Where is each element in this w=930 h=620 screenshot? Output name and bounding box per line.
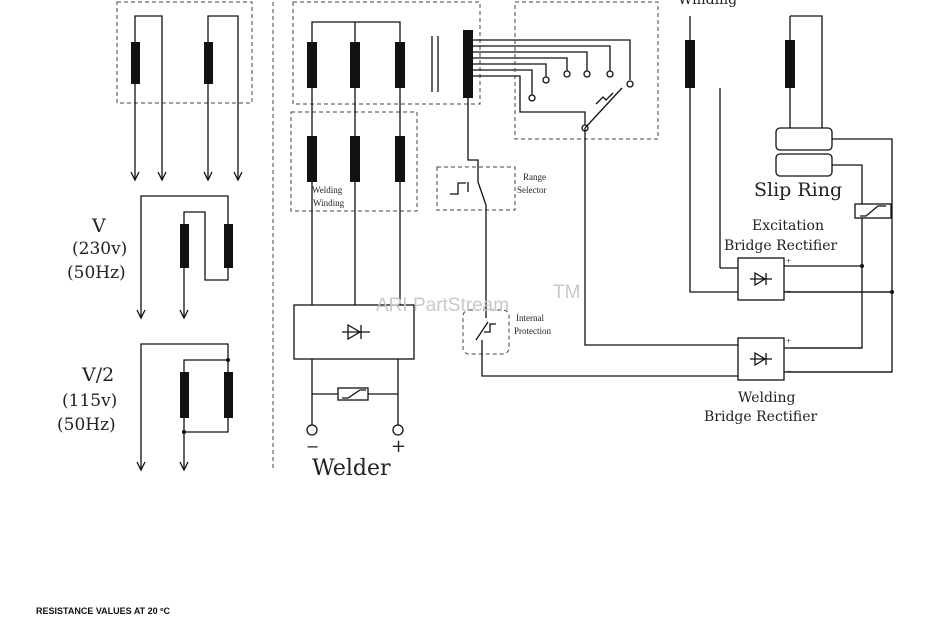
v-full-voltage: (230v) bbox=[72, 239, 127, 259]
main-coil-2 bbox=[350, 42, 360, 88]
range-selector-box bbox=[436, 166, 516, 211]
v-half-voltage: (115v) bbox=[62, 391, 117, 411]
main-coil-3 bbox=[395, 42, 405, 88]
v-full-label: V bbox=[91, 215, 106, 237]
parallel-config: V/2 (115v) (50Hz) bbox=[57, 343, 233, 472]
exc-plus: + bbox=[786, 256, 791, 266]
selector-switch-box bbox=[514, 1, 659, 140]
aux-windings bbox=[116, 1, 253, 182]
welding-winding-label-1: Welding bbox=[312, 185, 343, 195]
welding-rectifier-label-1: Welding bbox=[738, 390, 795, 406]
weld-rect-minus: − bbox=[786, 366, 791, 376]
excitation-label-2: Bridge Rectifier bbox=[724, 238, 838, 254]
exciter-coil bbox=[685, 40, 695, 88]
main-winding-box bbox=[292, 1, 481, 105]
aux-coil-2 bbox=[204, 42, 213, 84]
series-coil-1 bbox=[180, 224, 189, 268]
series-config: V (230v) (50Hz) bbox=[67, 195, 233, 320]
excitation-circuit: Winding Slip Ring Excitation Bridge Rect… bbox=[678, 0, 894, 425]
weld-coil-1 bbox=[307, 136, 317, 182]
v-full-frequency: (50Hz) bbox=[67, 263, 126, 283]
watermark-tm: TM bbox=[553, 282, 580, 303]
slip-ring-upper bbox=[775, 127, 833, 151]
rotor-coil bbox=[785, 40, 795, 88]
exc-minus: − bbox=[786, 286, 791, 296]
aux-coil-1 bbox=[131, 42, 140, 84]
aux-winding-box bbox=[116, 1, 253, 104]
welder-label: Welder bbox=[312, 456, 391, 481]
welding-winding-label-2: Winding bbox=[313, 198, 345, 208]
v-half-label: V/2 bbox=[81, 364, 114, 386]
welding-rectifier-label-2: Bridge Rectifier bbox=[704, 409, 818, 425]
welding-winding-box bbox=[290, 111, 418, 212]
slip-ring-lower bbox=[775, 153, 833, 177]
resistance-values-title: RESISTANCE VALUES AT 20 ºC bbox=[36, 606, 170, 616]
tapped-winding: Range Selector Internal Protection bbox=[436, 1, 738, 377]
internal-protection-label-1: Internal bbox=[516, 313, 544, 323]
internal-protection-label-2: Protection bbox=[514, 326, 551, 336]
tapped-coil bbox=[463, 30, 473, 98]
welder-minus-sign: − bbox=[306, 437, 319, 456]
welder-minus-terminal bbox=[306, 424, 318, 436]
watermark: ARI PartStream bbox=[376, 295, 509, 316]
series-coil-2 bbox=[224, 224, 233, 268]
welding-winding: Welding Winding bbox=[290, 1, 481, 305]
excitation-label-1: Excitation bbox=[752, 218, 824, 234]
welder-plus-sign: + bbox=[391, 436, 406, 457]
weld-coil-2 bbox=[350, 136, 360, 182]
winding-top-label: Winding bbox=[678, 0, 737, 8]
range-selector-label-2: Selector bbox=[517, 185, 547, 195]
weld-coil-3 bbox=[395, 136, 405, 182]
parallel-coil-1 bbox=[180, 372, 189, 418]
parallel-coil-2 bbox=[224, 372, 233, 418]
range-selector-label-1: Range bbox=[523, 172, 546, 182]
v-half-frequency: (50Hz) bbox=[57, 415, 116, 435]
welder-output: − + Welder bbox=[293, 304, 415, 481]
welder-plus-terminal bbox=[392, 424, 404, 436]
weld-rect-plus: + bbox=[786, 336, 791, 346]
slip-ring-label: Slip Ring bbox=[754, 179, 842, 201]
main-coil-1 bbox=[307, 42, 317, 88]
